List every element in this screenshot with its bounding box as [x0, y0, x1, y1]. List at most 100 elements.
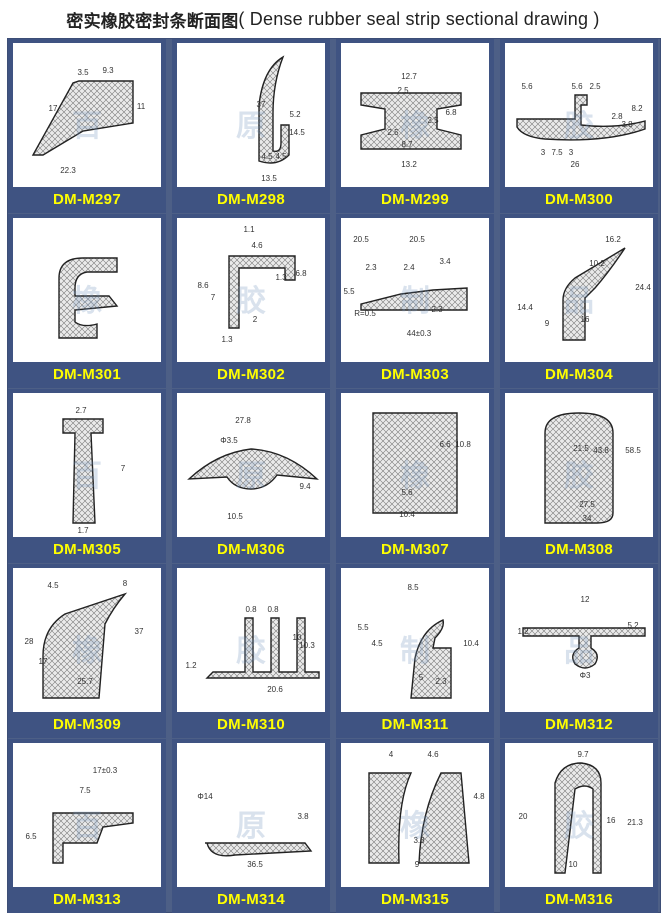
dimension-label: 4.6: [427, 750, 439, 759]
dimension-label: 4.6: [251, 241, 263, 250]
product-code: DM-M316: [545, 891, 613, 908]
dimension-label: 2.3: [435, 677, 447, 686]
dimension-label: 20.6: [267, 685, 283, 694]
seal-profile: [544, 412, 614, 524]
dimension-label: 10.2: [589, 259, 605, 268]
dimension-label: 8: [123, 579, 128, 588]
dimension-label: 4.5: [371, 639, 383, 648]
dimension-label: 2.5: [397, 86, 409, 95]
dimension-label: 20: [519, 812, 528, 821]
dimension-label: 7.5: [551, 148, 563, 157]
section-drawing-svg: 17±0.37.56.5: [25, 766, 134, 864]
dimension-label: 10.5: [227, 512, 243, 521]
dimension-label: 4.5: [275, 152, 287, 161]
seal-profile: [360, 287, 468, 311]
section-drawing: 橡: [13, 218, 161, 362]
product-code: DM-M308: [545, 541, 613, 558]
seal-profile: [31, 80, 134, 156]
dimension-label: 3.3: [413, 836, 425, 845]
dimension-label: 5.5: [343, 287, 355, 296]
dimension-label: 3.5: [77, 68, 89, 77]
section-drawing-svg: 2.771.7: [62, 406, 126, 535]
dimension-label: 2.5: [589, 82, 601, 91]
product-code: DM-M303: [381, 366, 449, 383]
dimension-label: 2.3: [365, 263, 377, 272]
dimension-label: 25.7: [77, 677, 93, 686]
seal-profile: [187, 448, 319, 490]
dimension-label: 0.8: [245, 605, 257, 614]
dimension-label: 4: [389, 750, 394, 759]
dimension-label: 24.4: [635, 283, 651, 292]
dimension-label: 10.4: [399, 510, 415, 519]
dimension-label: 13.2: [401, 160, 417, 169]
dimension-label: 10: [569, 860, 578, 869]
dimension-label: 10.4: [463, 639, 479, 648]
seal-profile: [205, 617, 320, 679]
product-code: DM-M298: [217, 191, 285, 208]
product-code: DM-M311: [381, 716, 449, 733]
dimension-label: 20.5: [353, 235, 369, 244]
dimension-label: R=0.5: [354, 309, 376, 318]
seal-profile: [368, 772, 470, 864]
seal-profile: [410, 619, 452, 699]
dimension-label: 17±0.3: [93, 766, 118, 775]
section-drawing-svg: 121.25.2Φ3: [517, 595, 646, 680]
dimension-label: 10: [293, 633, 302, 642]
title-chinese: 密实橡胶密封条断面图: [66, 11, 239, 32]
dimension-label: 43.8: [593, 446, 609, 455]
dimension-label: 2.4: [403, 263, 415, 272]
dimension-label: 34: [583, 514, 592, 523]
section-drawing-svg: 27.8Φ3.59.410.5: [187, 416, 319, 521]
dimension-label: 37: [257, 100, 266, 109]
dimension-label: 14.4: [517, 303, 533, 312]
dimension-label: 1.2: [185, 661, 197, 670]
product-code: DM-M300: [545, 191, 613, 208]
dimension-label: 8.6: [197, 281, 209, 290]
seal-profile: [516, 94, 646, 141]
dimension-label: 7.5: [79, 786, 91, 795]
dimension-label: 5.6: [521, 82, 533, 91]
section-drawing-svg: 12.72.52.56.82.58.713.2: [360, 72, 462, 169]
dimension-label: 7: [121, 464, 126, 473]
dimension-label: 3.8: [621, 120, 633, 129]
dimension-label: 21.5: [573, 444, 589, 453]
dimension-label: 5.2: [289, 110, 301, 119]
product-code: DM-M301: [53, 366, 121, 383]
dimension-label: 27.8: [235, 416, 251, 425]
product-code: DM-M297: [53, 191, 121, 208]
dimension-label: 5.5: [357, 623, 369, 632]
dimension-label: 6.6: [439, 440, 451, 449]
dimension-label: 16.2: [605, 235, 621, 244]
dimension-label: 37: [135, 627, 144, 636]
dimension-label: 13.5: [261, 174, 277, 183]
dimension-label: 58.5: [625, 446, 641, 455]
dimension-label: 2.5: [387, 128, 399, 137]
product-code: DM-M309: [53, 716, 121, 733]
